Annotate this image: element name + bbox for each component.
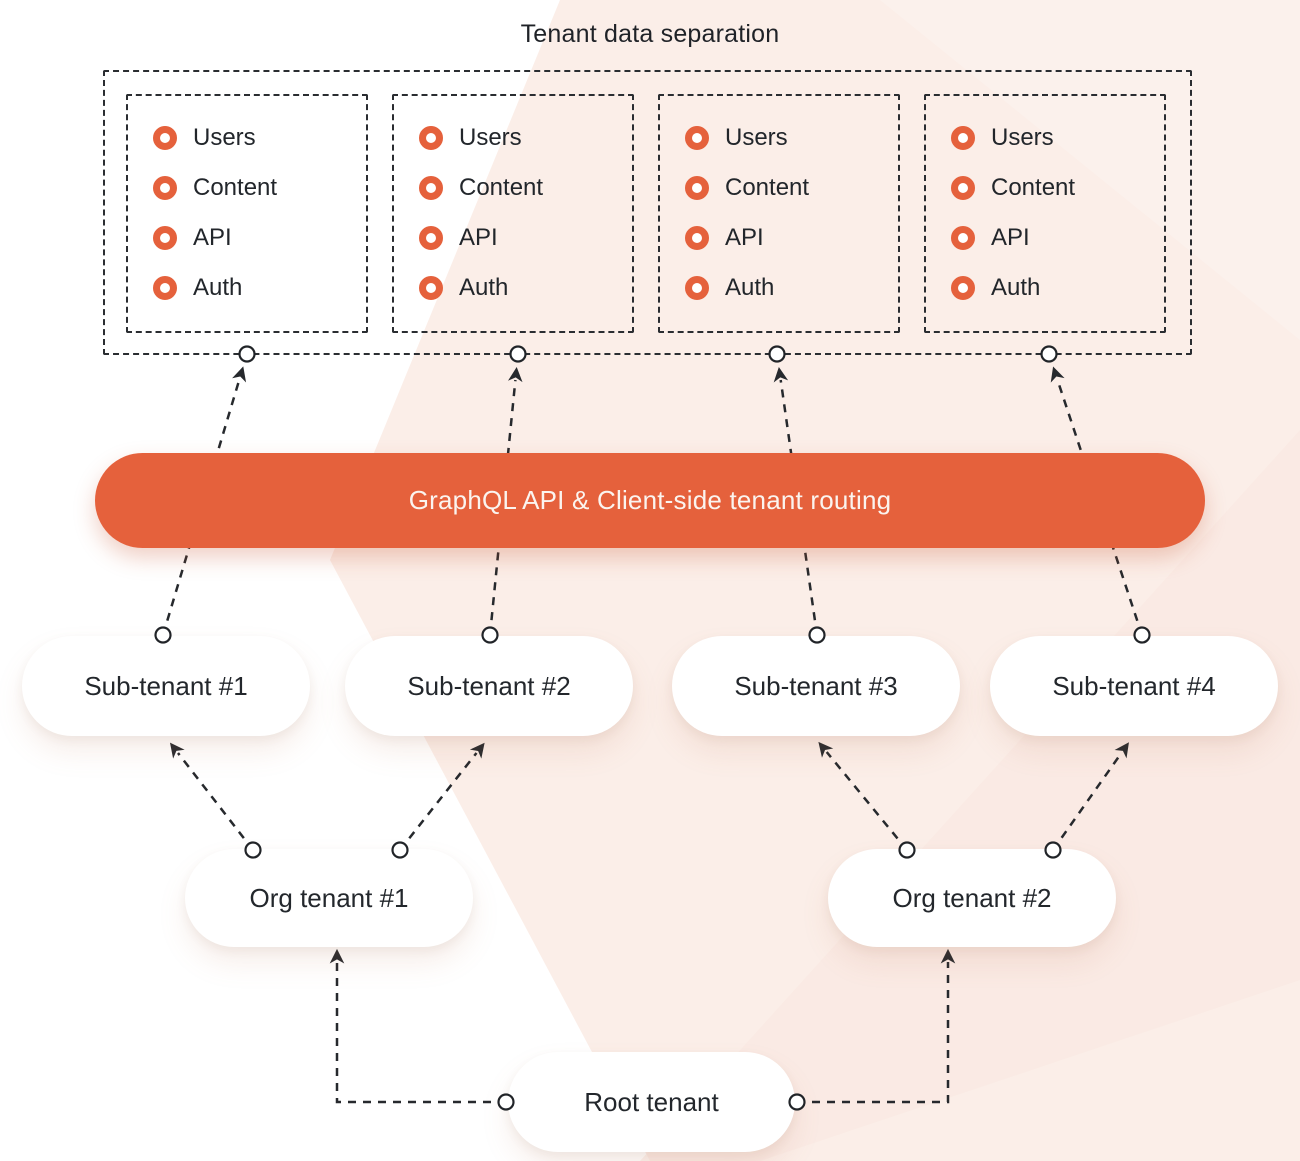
tenant-box-item: Content bbox=[926, 163, 1164, 213]
ring-bullet-icon bbox=[685, 226, 709, 250]
bg-polygon-top-right bbox=[880, 0, 1300, 340]
tenant-data-separation-container: Users Content API Auth Users Content API… bbox=[103, 70, 1192, 355]
tenant-box-item-label: API bbox=[459, 224, 498, 251]
graphql-routing-bar: GraphQL API & Client-side tenant routing bbox=[95, 453, 1205, 548]
connector-node bbox=[391, 841, 409, 859]
connector-node bbox=[497, 1093, 515, 1111]
connector-sub3-to-container bbox=[773, 367, 819, 636]
ring-bullet-icon bbox=[951, 226, 975, 250]
connector-node bbox=[238, 345, 256, 363]
bg-polygon-bottom-right bbox=[640, 430, 1300, 1161]
ring-bullet-icon bbox=[951, 176, 975, 200]
tenant-box-item-label: Users bbox=[193, 124, 256, 151]
tenant-box-item: API bbox=[128, 213, 366, 263]
connector-node bbox=[509, 345, 527, 363]
tenant-box-item: Users bbox=[128, 113, 366, 163]
root-tenant-pill: Root tenant bbox=[508, 1052, 795, 1152]
tenant-box-item-label: Auth bbox=[991, 274, 1041, 301]
tenant-box-2: Users Content API Auth bbox=[392, 94, 634, 333]
tenant-box-item: API bbox=[926, 213, 1164, 263]
ring-bullet-icon bbox=[419, 276, 443, 300]
tenant-box-item: Content bbox=[660, 163, 898, 213]
sub-tenant-1-label: Sub-tenant #1 bbox=[84, 670, 248, 701]
ring-bullet-icon bbox=[153, 126, 177, 150]
tenant-box-item-label: Auth bbox=[725, 274, 775, 301]
tenant-box-item: Users bbox=[926, 113, 1164, 163]
ring-bullet-icon bbox=[153, 176, 177, 200]
ring-bullet-icon bbox=[685, 276, 709, 300]
ring-bullet-icon bbox=[685, 176, 709, 200]
ring-bullet-icon bbox=[685, 126, 709, 150]
connector-node bbox=[1040, 345, 1058, 363]
connector-node bbox=[788, 1093, 806, 1111]
ring-bullet-icon bbox=[419, 176, 443, 200]
sub-tenant-4-pill: Sub-tenant #4 bbox=[990, 636, 1278, 736]
tenant-box-item-label: API bbox=[991, 224, 1030, 251]
sub-tenant-1-pill: Sub-tenant #1 bbox=[22, 636, 310, 736]
connector-org1-to-sub2 bbox=[399, 742, 485, 851]
sub-tenant-3-pill: Sub-tenant #3 bbox=[672, 636, 960, 736]
connector-root-to-org2 bbox=[797, 948, 956, 1104]
tenant-box-3: Users Content API Auth bbox=[658, 94, 900, 333]
sub-tenant-3-label: Sub-tenant #3 bbox=[734, 670, 898, 701]
ring-bullet-icon bbox=[419, 226, 443, 250]
ring-bullet-icon bbox=[951, 276, 975, 300]
org-tenant-2-label: Org tenant #2 bbox=[892, 882, 1052, 913]
connector-node bbox=[1044, 841, 1062, 859]
tenant-box-item-label: API bbox=[193, 224, 232, 251]
root-tenant-label: Root tenant bbox=[584, 1086, 719, 1117]
ring-bullet-icon bbox=[153, 276, 177, 300]
tenant-box-item-label: Content bbox=[459, 174, 544, 201]
tenant-box-item-label: Users bbox=[725, 124, 788, 151]
tenant-box-item: Auth bbox=[660, 263, 898, 313]
connector-node bbox=[808, 626, 826, 644]
tenant-box-item: Content bbox=[128, 163, 366, 213]
tenant-box-item: Auth bbox=[394, 263, 632, 313]
connector-sub2-to-container bbox=[488, 366, 523, 636]
tenant-box-item: Content bbox=[394, 163, 632, 213]
tenant-box-item-label: API bbox=[725, 224, 764, 251]
connector-org2-to-sub4 bbox=[1051, 742, 1129, 851]
graphql-routing-bar-label: GraphQL API & Client-side tenant routing bbox=[408, 485, 892, 515]
connector-node bbox=[244, 841, 262, 859]
tenant-box-item: API bbox=[660, 213, 898, 263]
tenant-box-item: Auth bbox=[128, 263, 366, 313]
tenant-box-item-label: Users bbox=[459, 124, 522, 151]
tenant-box-1: Users Content API Auth bbox=[126, 94, 368, 333]
connector-node bbox=[768, 345, 786, 363]
sub-tenant-2-pill: Sub-tenant #2 bbox=[345, 636, 633, 736]
sub-tenant-4-label: Sub-tenant #4 bbox=[1052, 670, 1216, 701]
ring-bullet-icon bbox=[153, 226, 177, 250]
org-tenant-1-pill: Org tenant #1 bbox=[185, 849, 473, 947]
tenant-box-item: Users bbox=[660, 113, 898, 163]
connector-org2-to-sub3 bbox=[818, 741, 908, 851]
tenant-box-item-label: Content bbox=[193, 174, 278, 201]
connector-node bbox=[154, 626, 172, 644]
tenant-box-item-label: Content bbox=[991, 174, 1076, 201]
connector-node bbox=[1133, 626, 1151, 644]
org-tenant-1-label: Org tenant #1 bbox=[249, 882, 409, 913]
ring-bullet-icon bbox=[951, 126, 975, 150]
connector-node bbox=[481, 626, 499, 644]
sub-tenant-2-label: Sub-tenant #2 bbox=[407, 670, 571, 701]
tenant-box-item-label: Content bbox=[725, 174, 810, 201]
connector-node bbox=[898, 841, 916, 859]
tenant-box-item: Users bbox=[394, 113, 632, 163]
connector-org1-to-sub1 bbox=[169, 742, 254, 851]
tenant-box-item-label: Auth bbox=[459, 274, 509, 301]
diagram-title: Tenant data separation bbox=[520, 20, 780, 48]
tenant-box-4: Users Content API Auth bbox=[924, 94, 1166, 333]
tenant-box-item-label: Users bbox=[991, 124, 1054, 151]
org-tenant-2-pill: Org tenant #2 bbox=[828, 849, 1116, 947]
tenant-box-item: API bbox=[394, 213, 632, 263]
tenant-box-item-label: Auth bbox=[193, 274, 243, 301]
tenant-box-item: Auth bbox=[926, 263, 1164, 313]
connector-root-to-org1 bbox=[329, 948, 506, 1104]
ring-bullet-icon bbox=[419, 126, 443, 150]
